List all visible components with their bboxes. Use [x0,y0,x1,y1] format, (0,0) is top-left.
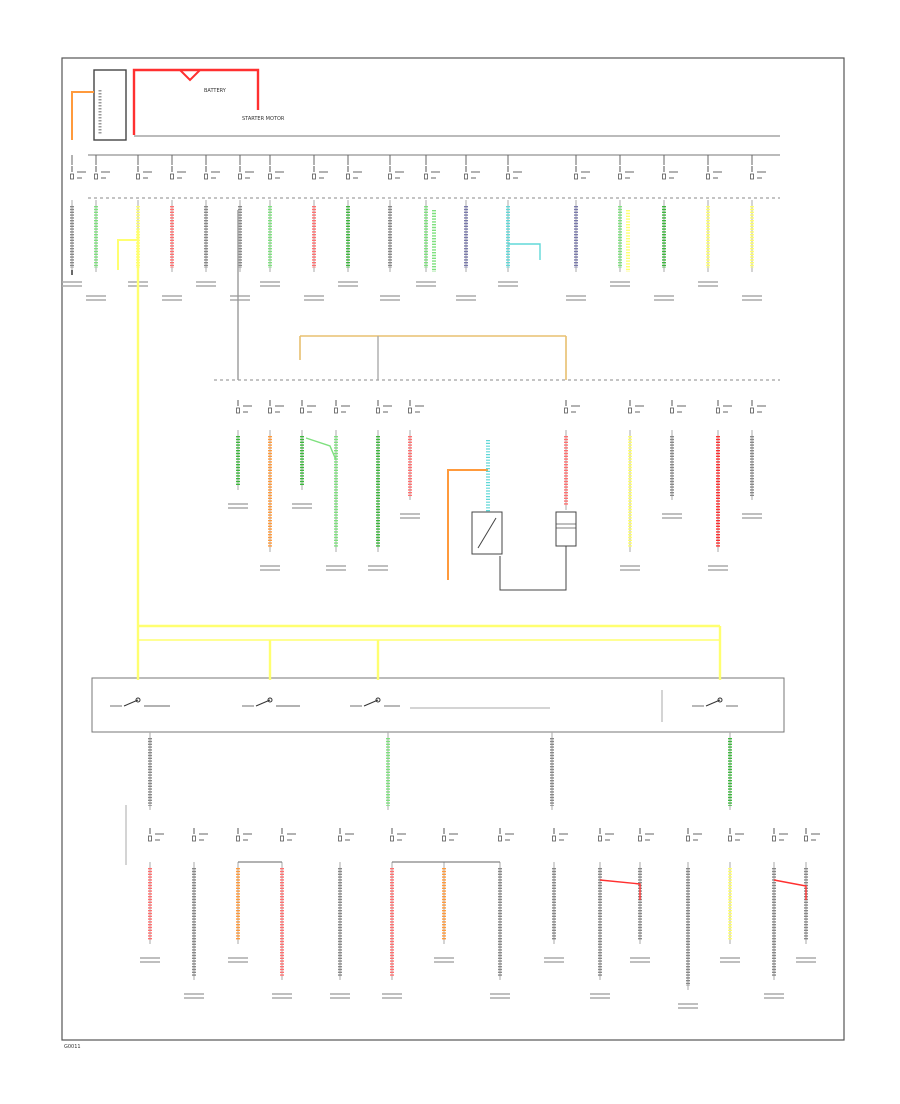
circuit-wire-branch [508,243,541,260]
fuse-icon [424,173,428,180]
ignition-switch-box [91,677,785,733]
fuse-icon [390,835,394,842]
fuse-icon [750,407,754,414]
fuse-icon [170,173,174,180]
switch-contact [705,699,721,707]
fuse-icon [94,173,98,180]
fuse-icon [772,835,776,842]
fusible-link-block [93,69,127,141]
fuse-icon [618,173,622,180]
ignition-switch-icon [375,697,381,703]
fuse-icon [442,835,446,842]
switch-contact [363,699,379,707]
fuse-icon [706,173,710,180]
starter-label: STARTER MOTOR [242,116,285,122]
fuse-icon [564,407,568,414]
fuse-icon [346,173,350,180]
fuse-icon [136,173,140,180]
footer-code: G0011 [64,1044,81,1050]
fuse-icon [236,835,240,842]
fuse-icon [338,835,342,842]
relay-icon-2 [555,511,577,547]
fuse-icon [750,173,754,180]
fuse-icon [716,407,720,414]
fuse-icon [552,835,556,842]
ignition-switch-icon [717,697,723,703]
engine-fuse-panel [62,154,780,301]
fuse-icon [204,173,208,180]
fuse-icon [192,835,196,842]
fuse-icon [300,407,304,414]
fuse-icon [268,407,272,414]
bus-interconnect [237,210,567,380]
fuse-icon [686,835,690,842]
fuse-icon [334,407,338,414]
switch-contact [255,699,271,707]
battery-cable [132,68,260,135]
ignition-switch-section [91,677,785,733]
fuse-icon [236,407,240,414]
circuit-wire-branch [305,437,337,461]
fuse-icon [662,173,666,180]
circuit-wire-branch [773,879,807,900]
fuse-icon [70,173,74,180]
relay-icon [471,511,503,555]
fuse-icon [498,835,502,842]
battery-label: BATTERY [204,88,227,94]
fuse-icon [628,407,632,414]
fuse-icon [376,407,380,414]
ignition-trunk [117,230,722,680]
fuse-icon [728,835,732,842]
fuse-icon [268,173,272,180]
ignition-switch-icon [135,697,141,703]
ignition-switch-icon [267,697,273,703]
fuse-icon [574,173,578,180]
fuse-icon [280,835,284,842]
fuse-icon [408,407,412,414]
relay-blocks [447,440,577,591]
fuse-icon [638,835,642,842]
orange-feed-wire [71,91,94,140]
lower-fuse-panel [125,732,820,1009]
fuse-icon [148,835,152,842]
fuse-icon [312,173,316,180]
fuse-icon [388,173,392,180]
fuse-icon [804,835,808,842]
circuit-wire-branch [599,879,641,900]
battery-icon [179,69,201,82]
switch-contact [123,699,139,707]
fuse-icon [464,173,468,180]
battery-section: BATTERY STARTER MOTOR [71,68,780,141]
fuse-icon [670,407,674,414]
diagram-border [61,57,845,1041]
interior-fuse-panel [214,379,780,571]
fuse-icon [506,173,510,180]
fuse-icon [238,173,242,180]
fuse-icon [598,835,602,842]
